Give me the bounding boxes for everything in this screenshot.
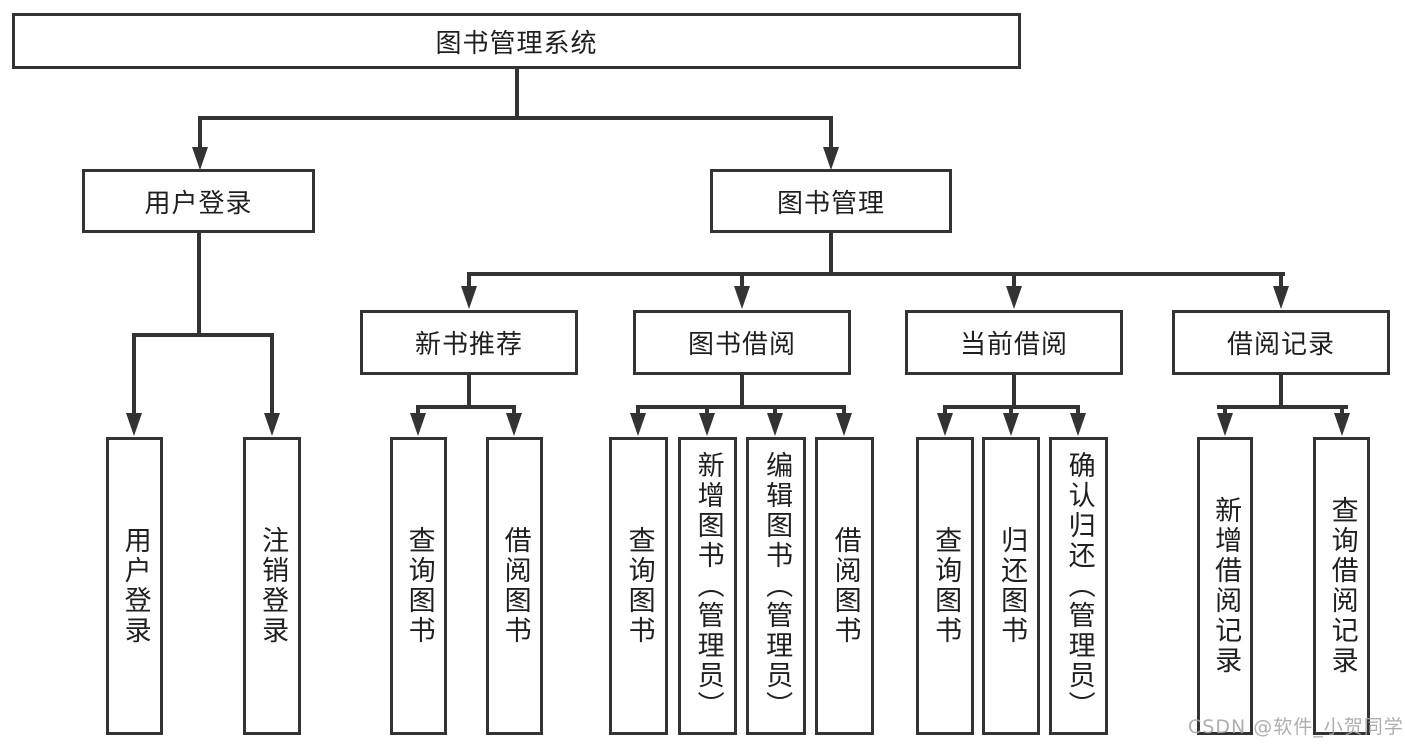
arrow-g0-c1 xyxy=(506,405,522,436)
leaf-borrow-books-recommend-label: 借阅图书 xyxy=(499,526,531,646)
arrow-to-current-borrow xyxy=(1006,272,1022,309)
arrow-to-user-login xyxy=(192,116,208,170)
leaf-logout-label: 注销登录 xyxy=(257,526,289,646)
leaf-add-borrow-record-label: 新增借阅记录 xyxy=(1210,496,1242,676)
leaf-add-books-admin: 新增图书（管理员） xyxy=(678,437,737,735)
connector-g1-stem xyxy=(740,375,744,409)
leaf-query-borrow-record-label: 查询借阅记录 xyxy=(1326,496,1358,676)
node-new-book-recommend: 新书推荐 xyxy=(360,310,578,375)
node-root-label: 图书管理系统 xyxy=(435,28,598,59)
arrow-g1-c3 xyxy=(836,405,852,436)
connector-user-stem xyxy=(197,233,201,337)
arrow-to-borrow-records xyxy=(1273,272,1289,309)
node-new-book-label: 新书推荐 xyxy=(414,330,523,360)
leaf-query-books-current-label: 查询图书 xyxy=(930,526,962,646)
arrow-g3-c1 xyxy=(1334,405,1350,436)
node-borrow-records-label: 借阅记录 xyxy=(1226,330,1335,360)
arrow-to-book-mgmt xyxy=(823,116,839,170)
arrow-to-leaf-user-login xyxy=(126,333,142,436)
arrow-to-leaf-logout xyxy=(264,333,280,436)
connector-user-rail xyxy=(132,333,274,337)
arrow-g3-c0 xyxy=(1217,405,1233,436)
connector-book-stem xyxy=(829,233,833,276)
connector-g2-stem xyxy=(1012,375,1016,409)
arrow-g0-c0 xyxy=(410,405,426,436)
leaf-add-borrow-record: 新增借阅记录 xyxy=(1197,437,1253,735)
leaf-edit-books-admin: 编辑图书（管理员） xyxy=(746,437,806,735)
leaf-query-books-current: 查询图书 xyxy=(916,437,974,735)
node-borrow-records: 借阅记录 xyxy=(1172,310,1390,375)
node-current-borrow-label: 当前借阅 xyxy=(959,330,1068,360)
leaf-query-books-borrow-label: 查询图书 xyxy=(623,526,655,646)
arrow-g2-c2 xyxy=(1070,405,1086,436)
arrow-g1-c0 xyxy=(630,405,646,436)
node-book-borrow: 图书借阅 xyxy=(633,310,851,375)
leaf-query-borrow-record: 查询借阅记录 xyxy=(1313,437,1370,735)
connector-g3-rail xyxy=(1217,405,1348,409)
connector-g3-stem xyxy=(1279,375,1283,409)
node-book-borrow-label: 图书借阅 xyxy=(687,330,796,360)
leaf-return-books-label: 归还图书 xyxy=(996,526,1028,646)
leaf-edit-books-admin-label: 编辑图书（管理员） xyxy=(761,451,793,721)
connector-root-stem xyxy=(515,69,519,120)
node-user-login-label: 用户登录 xyxy=(144,188,253,219)
node-book-mgmt-branch: 图书管理 xyxy=(710,169,952,233)
leaf-add-books-admin-label: 新增图书（管理员） xyxy=(692,451,724,721)
leaf-borrow-books-recommend: 借阅图书 xyxy=(486,437,543,735)
leaf-user-login: 用户登录 xyxy=(106,437,163,735)
connector-g0-stem xyxy=(467,375,471,409)
leaf-query-books-recommend-label: 查询图书 xyxy=(403,526,435,646)
arrow-g1-c2 xyxy=(767,405,783,436)
leaf-logout: 注销登录 xyxy=(243,437,301,735)
csdn-watermark: CSDN @软件_小贺同学 xyxy=(1188,716,1404,738)
connector-g1-rail xyxy=(636,405,846,409)
arrow-to-book-borrow xyxy=(734,272,750,309)
leaf-query-books-borrow: 查询图书 xyxy=(609,437,668,735)
leaf-confirm-return-admin: 确认归还（管理员） xyxy=(1049,437,1108,735)
connector-book-rail xyxy=(467,272,1285,276)
connector-root-rail xyxy=(198,116,833,120)
arrow-g2-c0 xyxy=(937,405,953,436)
arrow-to-new-book xyxy=(461,272,477,309)
leaf-user-login-label: 用户登录 xyxy=(119,526,151,646)
leaf-confirm-return-admin-label: 确认归还（管理员） xyxy=(1063,451,1095,721)
connector-g0-rail xyxy=(416,405,516,409)
node-current-borrow: 当前借阅 xyxy=(905,310,1123,375)
leaf-query-books-recommend: 查询图书 xyxy=(390,437,447,735)
node-book-mgmt-label: 图书管理 xyxy=(776,188,885,219)
leaf-borrow-books-label: 借阅图书 xyxy=(829,526,861,646)
leaf-borrow-books: 借阅图书 xyxy=(815,437,874,735)
node-root-system: 图书管理系统 xyxy=(12,13,1021,69)
arrow-g2-c1 xyxy=(1003,405,1019,436)
arrow-g1-c1 xyxy=(699,405,715,436)
node-user-login-branch: 用户登录 xyxy=(82,169,315,233)
leaf-return-books: 归还图书 xyxy=(982,437,1040,735)
